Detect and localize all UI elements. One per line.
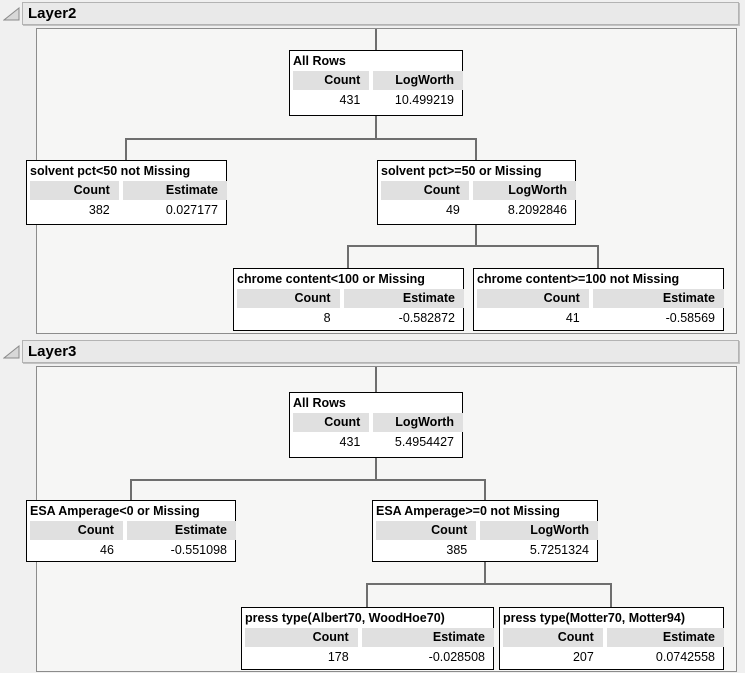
col-header-stat: LogWorth (373, 413, 463, 432)
layer3-title: Layer3 (28, 343, 77, 360)
col-header-stat: Estimate (361, 628, 494, 647)
col-header-count: Count (293, 71, 370, 90)
node-press-albert-woodhoe: press type(Albert70, WoodHoe70) Count Es… (241, 607, 494, 670)
col-header-count: Count (477, 289, 589, 308)
node-esa-lt0: ESA Amperage<0 or Missing Count Estimate… (26, 500, 236, 562)
connector-line (484, 562, 486, 584)
node-title: chrome content<100 or Missing (237, 272, 425, 286)
disclosure-triangle-icon[interactable] (2, 6, 20, 21)
connector-line (375, 458, 377, 481)
node-all-rows: All Rows Count LogWorth 431 5.4954427 (289, 392, 463, 458)
connector-line (375, 367, 377, 392)
node-title: solvent pct>=50 or Missing (381, 164, 542, 178)
connector-line (130, 479, 132, 500)
cell-count: 46 (100, 543, 114, 557)
cell-count: 49 (445, 203, 460, 217)
col-header-stat: Estimate (343, 289, 464, 308)
node-title: press type(Albert70, WoodHoe70) (245, 611, 445, 625)
node-solvent-ge50: solvent pct>=50 or Missing Count LogWort… (377, 160, 576, 225)
connector-line (366, 583, 368, 607)
cell-stat: 10.499219 (394, 93, 454, 107)
node-title: press type(Motter70, Motter94) (503, 611, 685, 625)
connector-line (475, 138, 477, 160)
col-header-stat: LogWorth (480, 521, 598, 540)
cell-count: 382 (88, 203, 110, 217)
node-title: All Rows (293, 54, 346, 68)
connector-line (126, 138, 477, 140)
col-header-count: Count (245, 628, 358, 647)
node-solvent-lt50: solvent pct<50 not Missing Count Estimat… (26, 160, 227, 225)
connector-line (130, 479, 486, 481)
col-header-stat: Estimate (592, 289, 724, 308)
col-header-stat: Estimate (606, 628, 724, 647)
node-title: chrome content>=100 not Missing (477, 272, 680, 286)
col-header-count: Count (30, 181, 119, 200)
cell-count: 207 (572, 650, 594, 664)
cell-count: 431 (339, 435, 361, 449)
node-press-motter: press type(Motter70, Motter94) Count Est… (499, 607, 724, 670)
connector-line (366, 583, 612, 585)
connector-line (597, 245, 599, 268)
cell-count: 385 (446, 543, 468, 557)
cell-count: 178 (327, 650, 349, 664)
node-title: solvent pct<50 not Missing (30, 164, 191, 178)
cell-stat: 0.027177 (165, 203, 218, 217)
col-header-count: Count (30, 521, 123, 540)
connector-line (347, 245, 349, 268)
connector-line (475, 225, 477, 247)
node-title: All Rows (293, 396, 346, 410)
col-header-count: Count (503, 628, 603, 647)
connector-line (125, 138, 127, 160)
disclosure-triangle-icon[interactable] (2, 344, 20, 359)
layer2-titlebar[interactable]: Layer2 (22, 2, 739, 25)
col-header-stat: LogWorth (472, 181, 576, 200)
col-header-stat: Estimate (122, 181, 227, 200)
cell-count: 41 (565, 311, 580, 325)
cell-stat: 5.7251324 (529, 543, 589, 557)
col-header-stat: Estimate (126, 521, 236, 540)
cell-count: 8 (323, 311, 331, 325)
cell-stat: -0.582872 (398, 311, 455, 325)
cell-stat: -0.551098 (170, 543, 227, 557)
cell-stat: 5.4954427 (394, 435, 454, 449)
layer3-titlebar[interactable]: Layer3 (22, 340, 739, 363)
connector-line (484, 479, 486, 500)
node-esa-ge0: ESA Amperage>=0 not Missing Count LogWor… (372, 500, 598, 562)
cell-stat: 8.2092846 (507, 203, 567, 217)
node-title: ESA Amperage>=0 not Missing (376, 504, 560, 518)
cell-count: 431 (339, 93, 361, 107)
connector-line (375, 116, 377, 140)
connector-line (610, 583, 612, 607)
node-title: ESA Amperage<0 or Missing (30, 504, 200, 518)
col-header-count: Count (237, 289, 340, 308)
node-chrome-lt100: chrome content<100 or Missing Count Esti… (233, 268, 464, 331)
layer2-title: Layer2 (28, 5, 77, 22)
node-all-rows: All Rows Count LogWorth 431 10.499219 (289, 50, 463, 116)
cell-stat: -0.028508 (428, 650, 485, 664)
cell-stat: -0.58569 (665, 311, 715, 325)
connector-line (348, 245, 599, 247)
col-header-count: Count (376, 521, 477, 540)
col-header-stat: LogWorth (373, 71, 463, 90)
connector-line (375, 29, 377, 50)
node-chrome-ge100: chrome content>=100 not Missing Count Es… (473, 268, 724, 331)
cell-stat: 0.0742558 (655, 650, 715, 664)
col-header-count: Count (293, 413, 370, 432)
col-header-count: Count (381, 181, 469, 200)
